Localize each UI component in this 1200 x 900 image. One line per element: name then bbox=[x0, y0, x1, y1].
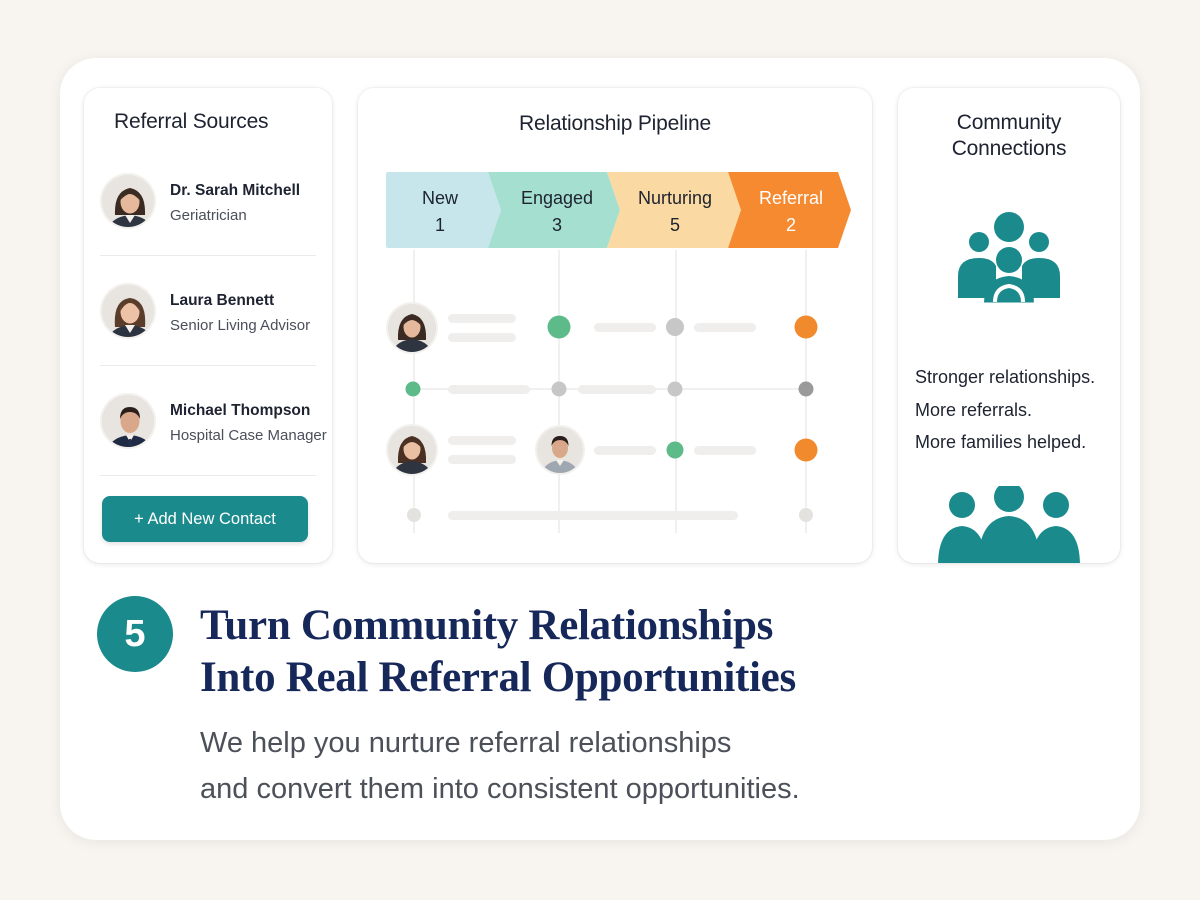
referral-sources-title: Referral Sources bbox=[114, 110, 269, 133]
stage-referral[interactable] bbox=[728, 172, 851, 248]
avatar bbox=[100, 283, 156, 339]
benefit-line: Stronger relationships. bbox=[915, 367, 1096, 387]
female-avatar-icon bbox=[102, 175, 154, 227]
community-connections-card: Community Connections Stronger relations… bbox=[898, 88, 1120, 563]
contact-role: Geriatrician bbox=[170, 207, 247, 224]
stage-nurturing[interactable] bbox=[607, 172, 741, 248]
subheadline-line2: and convert them into consistent opportu… bbox=[200, 773, 800, 805]
stage-engaged[interactable] bbox=[488, 172, 620, 248]
divider bbox=[100, 255, 316, 256]
subheadline-line1: We help you nurture referral relationshi… bbox=[200, 727, 732, 759]
community-title-line2: Connections bbox=[951, 137, 1067, 160]
step-number-badge: 5 bbox=[97, 596, 173, 672]
stage-count: 3 bbox=[552, 215, 562, 235]
community-benefits: Stronger relationships. More referrals. … bbox=[915, 361, 1095, 459]
pipeline-diagram: New 1 Engaged 3 Nurturing 5 Referral 2 bbox=[386, 172, 851, 533]
avatar bbox=[100, 393, 156, 449]
contact-name: Dr. Sarah Mitchell bbox=[170, 182, 301, 199]
community-title-line1: Community bbox=[956, 111, 1062, 134]
contact-role: Senior Living Advisor bbox=[170, 317, 311, 334]
pipeline-empty-row bbox=[407, 508, 813, 522]
divider bbox=[100, 475, 316, 476]
contact-item-laura-bennett[interactable]: Laura Bennett Senior Living Advisor bbox=[100, 256, 316, 366]
contact-item-sarah-mitchell[interactable]: Dr. Sarah Mitchell Geriatrician bbox=[100, 146, 316, 256]
pipeline-row[interactable] bbox=[386, 302, 818, 355]
female-avatar-icon bbox=[102, 285, 154, 337]
add-new-contact-button[interactable]: + Add New Contact bbox=[102, 496, 308, 542]
stage-label: Referral bbox=[759, 188, 823, 208]
stage-label: New bbox=[422, 188, 459, 208]
add-contact-label: + Add New Contact bbox=[134, 509, 276, 528]
stage-label: Nurturing bbox=[638, 188, 712, 208]
contact-name: Laura Bennett bbox=[170, 292, 275, 309]
divider bbox=[100, 365, 316, 366]
people-group-icon bbox=[938, 486, 1080, 563]
community-group-icon bbox=[958, 212, 1060, 306]
community-title: Community Connections bbox=[898, 110, 1120, 162]
contact-name: Michael Thompson bbox=[170, 402, 311, 419]
pipeline-title: Relationship Pipeline bbox=[519, 112, 711, 135]
contact-role: Hospital Case Manager bbox=[170, 427, 327, 444]
headline-line1: Turn Community Relationships bbox=[200, 602, 774, 649]
headline: Turn Community Relationships Into Real R… bbox=[200, 600, 796, 704]
male-avatar-icon bbox=[102, 395, 154, 447]
pipeline-row[interactable] bbox=[386, 424, 818, 477]
stage-count: 1 bbox=[435, 215, 445, 235]
subheadline: We help you nurture referral relationshi… bbox=[200, 720, 800, 812]
stage-new[interactable] bbox=[386, 172, 501, 248]
stage-label: Engaged bbox=[521, 188, 593, 208]
pipeline-connector-row bbox=[405, 381, 814, 397]
avatar bbox=[100, 173, 156, 229]
stage-count: 2 bbox=[786, 215, 796, 235]
contact-item-michael-thompson[interactable]: Michael Thompson Hospital Case Manager bbox=[100, 366, 327, 476]
relationship-pipeline-card: Relationship Pipeline New 1 Engaged 3 Nu… bbox=[358, 88, 872, 563]
benefit-line: More referrals. bbox=[915, 399, 1033, 420]
referral-sources-card: Referral Sources Dr. Sarah Mitchell Geri… bbox=[84, 88, 332, 563]
benefit-line: More families helped. bbox=[915, 432, 1087, 452]
headline-line2: Into Real Referral Opportunities bbox=[200, 654, 796, 701]
stage-count: 5 bbox=[670, 215, 680, 235]
